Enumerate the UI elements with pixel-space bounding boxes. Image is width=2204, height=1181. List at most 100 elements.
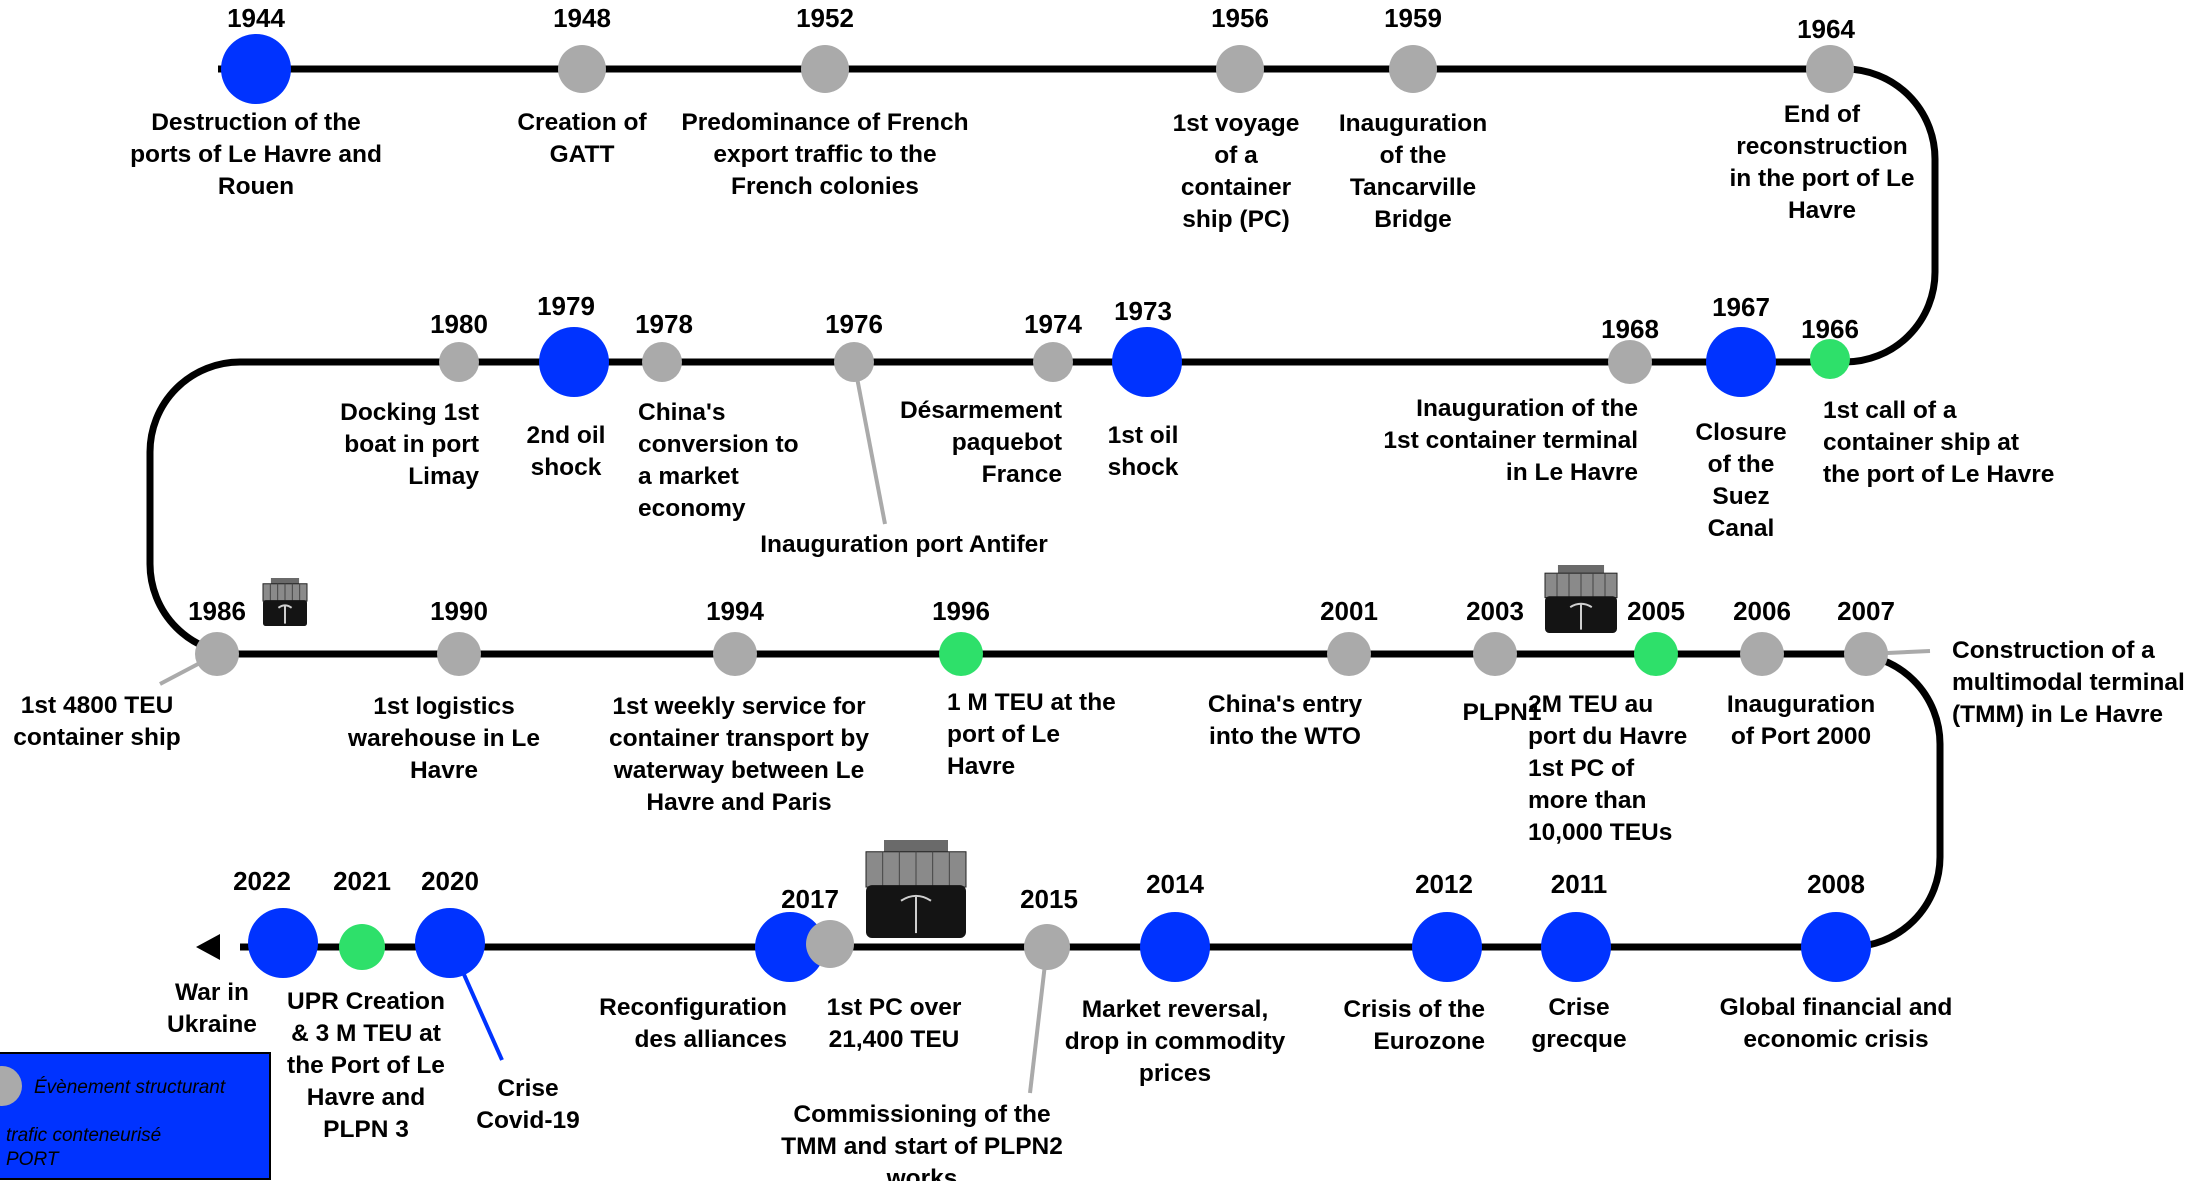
event-year: 1973 bbox=[1114, 296, 1172, 326]
event-marker bbox=[339, 924, 385, 970]
container-ship-icon bbox=[865, 840, 967, 938]
event-marker bbox=[1389, 45, 1437, 93]
event-marker bbox=[1412, 912, 1482, 982]
event-marker bbox=[558, 45, 606, 93]
event-year: 1996 bbox=[932, 596, 990, 626]
event-marker bbox=[415, 908, 485, 978]
event-year: 2021 bbox=[333, 866, 391, 896]
event-year: 1944 bbox=[227, 3, 285, 33]
event-year: 1979 bbox=[537, 291, 595, 321]
event-marker bbox=[801, 45, 849, 93]
event-year: 2017 bbox=[781, 884, 839, 914]
event-marker bbox=[221, 34, 291, 104]
event-marker bbox=[1112, 327, 1182, 397]
event-year: 2008 bbox=[1807, 869, 1865, 899]
event-year: 1959 bbox=[1384, 3, 1442, 33]
legend-structuring-label: Évènement structurant bbox=[34, 1077, 226, 1098]
event-marker bbox=[1327, 632, 1371, 676]
event-year: 1986 bbox=[188, 596, 246, 626]
event-marker bbox=[1844, 632, 1888, 676]
event-label: Inauguration port Antifer bbox=[760, 531, 1048, 558]
timeline-path bbox=[146, 65, 1944, 951]
event-marker bbox=[1740, 632, 1784, 676]
event-year: 2022 bbox=[233, 866, 291, 896]
legend-structuring-marker bbox=[0, 1066, 22, 1106]
event-year: 2015 bbox=[1020, 884, 1078, 914]
legend: Évènement structurant trafic conteneurisé… bbox=[0, 1052, 271, 1180]
event-label: PLPN1 bbox=[1463, 699, 1542, 726]
event-marker bbox=[1634, 632, 1678, 676]
event-year: 2003 bbox=[1466, 596, 1524, 626]
event-marker bbox=[1706, 327, 1776, 397]
legend-container-label: trafic conteneurisé bbox=[6, 1125, 161, 1146]
event-marker bbox=[939, 632, 983, 676]
event-marker bbox=[1216, 45, 1264, 93]
event-marker bbox=[1033, 342, 1073, 382]
event-year: 1967 bbox=[1712, 292, 1770, 322]
event-year: 1990 bbox=[430, 596, 488, 626]
event-marker bbox=[439, 342, 479, 382]
event-year: 1952 bbox=[796, 3, 854, 33]
event-year: 2012 bbox=[1415, 869, 1473, 899]
legend-container-label-2: PORT bbox=[6, 1149, 60, 1170]
event-marker bbox=[1024, 924, 1070, 970]
event-marker bbox=[642, 342, 682, 382]
event-marker bbox=[539, 327, 609, 397]
event-marker bbox=[1608, 340, 1652, 384]
event-marker bbox=[1140, 912, 1210, 982]
container-ship-icon bbox=[1544, 565, 1618, 633]
event-year: 2007 bbox=[1837, 596, 1895, 626]
event-marker bbox=[834, 342, 874, 382]
event-year: 2011 bbox=[1551, 869, 1607, 899]
event-marker bbox=[195, 632, 239, 676]
event-marker bbox=[1810, 339, 1850, 379]
event-marker bbox=[1541, 912, 1611, 982]
event-marker bbox=[806, 920, 854, 968]
event-marker bbox=[755, 912, 825, 982]
legend-box bbox=[0, 1052, 271, 1180]
